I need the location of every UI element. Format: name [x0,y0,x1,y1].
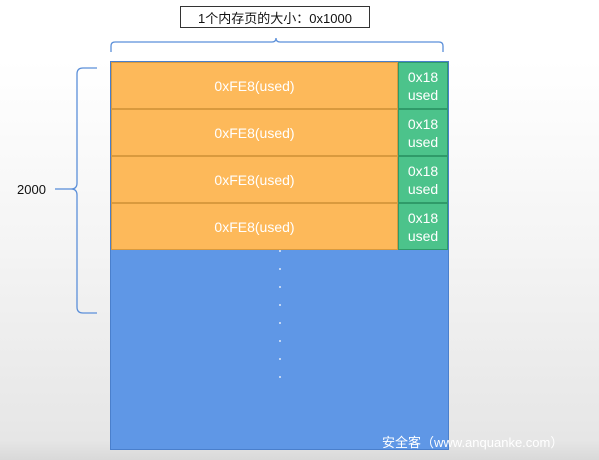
header-size: 0x18 [407,115,439,132]
chunk-row: 0xFE8(used) 0x18 used [111,62,448,109]
header-state: used [407,180,439,197]
header-chunk: 0x18 used [398,156,448,203]
used-chunk: 0xFE8(used) [111,62,398,109]
header-size: 0x18 [407,68,439,85]
header-size: 0x18 [407,209,439,226]
used-chunk: 0xFE8(used) [111,203,398,250]
header-chunk: 0x18 used [398,62,448,109]
count-label: 2000 [17,182,46,197]
top-brace [110,37,444,52]
header-chunk: 0x18 used [398,109,448,156]
chunk-row: 0xFE8(used) 0x18 used [111,109,448,156]
memory-page: 0xFE8(used) 0x18 used 0xFE8(used) 0x18 u… [110,61,449,450]
header-state: used [407,227,439,244]
left-brace [70,67,97,314]
chunk-row: 0xFE8(used) 0x18 used [111,156,448,203]
used-chunk: 0xFE8(used) [111,156,398,203]
watermark: 安全客（www.anquanke.com） [382,435,564,450]
header-size: 0x18 [407,162,439,179]
used-chunk: 0xFE8(used) [111,109,398,156]
page-size-label: 1个内存页的大小：0x1000 [180,6,370,28]
header-state: used [407,86,439,103]
chunk-row: 0xFE8(used) 0x18 used [111,203,448,250]
header-state: used [407,133,439,150]
header-chunk: 0x18 used [398,203,448,250]
